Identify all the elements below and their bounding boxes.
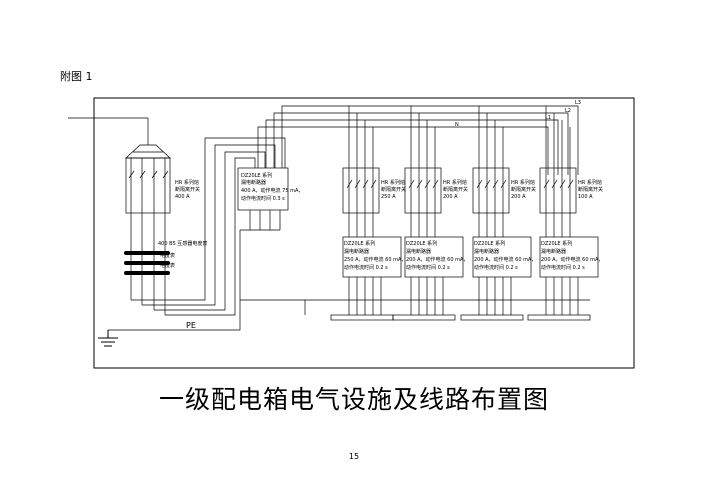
main-rcd-breaker xyxy=(237,167,289,211)
branch-rcd-2 xyxy=(404,236,464,278)
branch-switch-1 xyxy=(342,167,380,214)
branch-switch-text: HR 系列熔 xyxy=(443,179,467,186)
branch-rcd-text: 动作电流时间 0.2 s xyxy=(541,264,585,271)
ct-text-2: 电度表 xyxy=(160,252,175,259)
ct-text-3: 电度表 xyxy=(160,262,175,269)
page-number: 15 xyxy=(348,452,360,461)
branch-switch-text: HR 系列熔 xyxy=(578,179,602,186)
branch-rcd-text: 漏电断路器 xyxy=(541,248,566,255)
branch-switch-text: 200 A xyxy=(443,194,458,200)
branch-switch-text: 100 A xyxy=(578,194,593,200)
ct-text-1: 400 B5 互感器电度表 xyxy=(158,240,207,247)
diagram-title: 一级配电箱电气设施及线路布置图 xyxy=(158,385,549,414)
branch-rcd-text: 动作电流时间 0.2 s xyxy=(474,264,518,271)
branch-switch-3 xyxy=(472,167,510,214)
main-switch-text-1: HR 系列熔 xyxy=(175,179,199,186)
branch-switch-text: 断隔离开关 xyxy=(578,186,603,193)
branch-rcd-text: DZ20LE 系列 xyxy=(344,240,375,247)
pe-label: PE xyxy=(186,321,196,330)
branch-terminal-4 xyxy=(527,314,591,321)
branch-rcd-3 xyxy=(472,236,532,278)
figure-label: 附图 1 xyxy=(60,70,93,83)
current-transformers xyxy=(124,251,170,275)
branch-rcd-text: 动作电流时间 0.2 s xyxy=(344,264,388,271)
branch-switch-text: 断隔离开关 xyxy=(443,186,468,193)
branch-rcd-text: 漏电断路器 xyxy=(474,248,499,255)
branch-switch-text: HR 系列熔 xyxy=(511,179,535,186)
branch-rcd-text: DZ20LE 系列 xyxy=(541,240,572,247)
branch-rcd-text: 200 A，动作电流 60 mA， xyxy=(406,256,468,263)
bus-label-l3: L3 xyxy=(575,100,581,106)
branch-rcd-text: DZ20LE 系列 xyxy=(406,240,437,247)
branch-rcd-text: DZ20LE 系列 xyxy=(474,240,505,247)
branch-switch-text: 250 A xyxy=(381,194,396,200)
branch-rcd-text: 动作电流时间 0.2 s xyxy=(406,264,450,271)
branch-rcd-4 xyxy=(539,236,599,278)
main-switch-text-3: 400 A xyxy=(175,194,190,200)
branch-switch-text: HR 系列熔 xyxy=(381,179,405,186)
bus-label-l2: L2 xyxy=(565,108,571,114)
branch-switch-text: 断隔离开关 xyxy=(381,186,406,193)
branch-switch-text: 200 A xyxy=(511,194,526,200)
branch-terminal-1 xyxy=(330,314,394,321)
distribution-box-frame xyxy=(93,97,635,369)
main-rcd-text-4: 动作电流时间 0.3 s xyxy=(241,195,285,202)
bus-label-n: N xyxy=(455,122,459,128)
main-rcd-text-2: 漏电断路器 xyxy=(241,179,266,186)
branch-switch-2 xyxy=(404,167,442,214)
bus-label-l1: L1 xyxy=(545,115,551,121)
branch-terminal-3 xyxy=(460,314,524,321)
branch-rcd-text: 200 A，动作电流 60 mA， xyxy=(474,256,536,263)
main-switch-text-2: 断隔离开关 xyxy=(175,186,200,193)
branch-rcd-text: 漏电断路器 xyxy=(344,248,369,255)
branch-rcd-1 xyxy=(342,236,402,278)
main-rcd-text-1: DZ20LE 系列 xyxy=(241,172,272,179)
ground-icon xyxy=(98,330,118,347)
main-isolator-switch xyxy=(125,144,171,214)
branch-switch-4 xyxy=(539,167,577,214)
main-rcd-text-3: 400 A，动作电流 75 mA， xyxy=(241,187,303,194)
branch-rcd-text: 250 A，动作电流 60 mA， xyxy=(344,256,406,263)
branch-switch-text: 断隔离开关 xyxy=(511,186,536,193)
branch-terminal-2 xyxy=(392,314,456,321)
branch-rcd-text: 200 A，动作电流 60 mA， xyxy=(541,256,603,263)
branch-rcd-text: 漏电断路器 xyxy=(406,248,431,255)
